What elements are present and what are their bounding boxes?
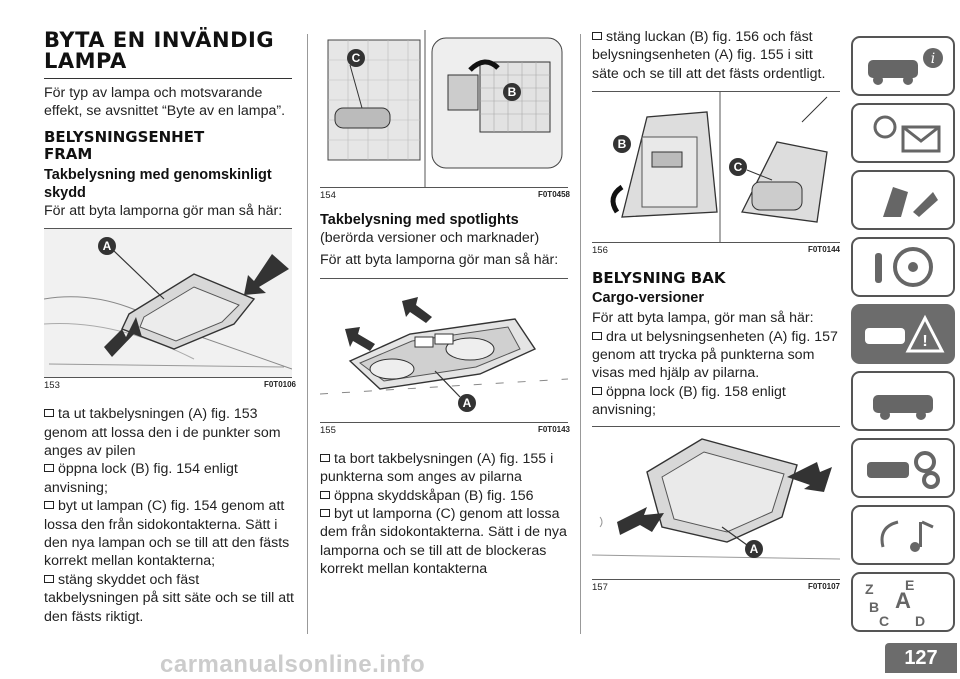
figure-153: A	[44, 228, 292, 379]
page-title: BYTA EN INVÄNDIG LAMPA	[44, 30, 292, 79]
svg-text:E: E	[905, 577, 914, 593]
list-item: stäng luckan (B) fig. 156 och fäst belys…	[592, 29, 826, 82]
figure-154-caption: 154 F0T0458	[320, 190, 570, 201]
figure-154: C B	[320, 30, 568, 188]
list-item: öppna skyddskåpan (B) fig. 156	[320, 487, 570, 505]
tab-lights-mail-icon[interactable]	[851, 103, 955, 163]
subsection-heading: Takbelysning med spotlights	[320, 212, 519, 228]
ceiling-lamp-illustration: A	[44, 229, 292, 378]
label-c: C	[352, 51, 361, 65]
tab-technical-data-icon[interactable]	[851, 438, 955, 498]
label-b: B	[508, 85, 517, 99]
figure-number: 153	[44, 380, 60, 392]
svg-text:B: B	[869, 599, 879, 615]
tab-multimedia-icon[interactable]	[851, 505, 955, 565]
label-c: C	[734, 160, 743, 174]
note-text: (berörda versioner och marknader)	[320, 230, 540, 246]
label-a: A	[463, 396, 472, 410]
column-divider	[307, 34, 308, 634]
spotlight-lamp-illustration: A	[320, 278, 568, 422]
lamp-housing-illustration: B C	[592, 92, 840, 243]
bullet-box-icon	[320, 453, 330, 462]
svg-text:D: D	[915, 613, 925, 629]
list-item: byt ut lamporna (C) genom att lossa dem …	[320, 506, 567, 578]
bullet-box-icon	[44, 574, 54, 583]
label-a: A	[750, 542, 759, 556]
svg-text:!: !	[922, 333, 927, 350]
bullet-box-icon	[320, 509, 330, 518]
bullet-box-icon	[320, 490, 330, 499]
label-a: A	[103, 239, 112, 253]
list-item: ta bort takbelysningen (A) fig. 155 i pu…	[320, 450, 554, 486]
steps-list: ta bort takbelysningen (A) fig. 155 i pu…	[320, 450, 570, 579]
figure-156-caption: 156 F0T0144	[592, 245, 840, 256]
figure-155: A	[320, 277, 568, 423]
figure-number: 157	[592, 581, 608, 593]
tab-maintenance-car-icon[interactable]	[851, 371, 955, 431]
tab-emergency-icon[interactable]: !	[851, 304, 955, 364]
section-heading: BELYSNINGSENHET FRAM	[44, 127, 205, 163]
tab-car-info-icon[interactable]: i	[851, 36, 955, 96]
subsection-heading: Takbelysning med genomskinligt skydd	[44, 166, 272, 201]
figure-number: 154	[320, 190, 336, 201]
column-2: C B 154 F0T0458 Takbelysning med spotlig…	[320, 30, 570, 579]
steps-list: ta ut takbelysningen (A) fig. 153 genom …	[44, 405, 296, 626]
list-item: byt ut lampan (C) fig. 154 genom att los…	[44, 498, 290, 570]
list-item: ta ut takbelysningen (A) fig. 153 genom …	[44, 406, 281, 460]
figure-code: F0T0144	[807, 245, 840, 255]
bullet-box-icon	[44, 464, 54, 473]
bullet-box-icon	[592, 331, 602, 340]
watermark: carmanualsonline.info	[160, 651, 426, 678]
column-divider	[580, 34, 581, 634]
svg-text:Z: Z	[865, 581, 874, 597]
rear-lamp-illustration: A	[592, 426, 840, 579]
svg-text:A: A	[895, 588, 911, 613]
figure-code: F0T0107	[807, 581, 840, 591]
tab-safety-icon[interactable]	[851, 170, 955, 230]
page-number: 127	[885, 643, 957, 673]
lamp-cover-illustration: C B	[320, 30, 568, 187]
svg-text:i: i	[931, 51, 935, 67]
column-3: stäng luckan (B) fig. 156 och fäst belys…	[592, 28, 840, 593]
lead-text: För att byta lampa, gör man så här:	[592, 310, 814, 327]
figure-code: F0T0143	[537, 424, 570, 434]
figure-number: 156	[592, 245, 608, 257]
lead-text: För att byta lamporna gör man så här:	[44, 202, 283, 219]
bullet-box-icon	[592, 32, 602, 40]
tab-steering-key-icon[interactable]	[851, 237, 955, 297]
figure-153-caption: 153 F0T0106	[44, 380, 296, 391]
section-heading: BELYSNING BAK	[592, 269, 726, 288]
list-item: dra ut belysningsenheten (A) fig. 157 ge…	[592, 328, 838, 382]
list-item: öppna lock (B) fig. 158 enligt anvisning…	[592, 383, 786, 419]
bullet-box-icon	[592, 386, 602, 395]
figure-code: F0T0458	[537, 190, 570, 199]
figure-155-caption: 155 F0T0143	[320, 425, 570, 436]
bullet-box-icon	[44, 501, 54, 510]
subsection-heading: Cargo-versioner	[592, 290, 705, 307]
intro-text: För typ av lampa och motsvarande effekt,…	[44, 85, 286, 120]
figure-157: A	[592, 425, 840, 580]
figure-156: B C	[592, 91, 840, 244]
list-item: öppna lock (B) fig. 154 enligt anvisning…	[44, 461, 238, 496]
label-b: B	[618, 137, 627, 151]
column-1: BYTA EN INVÄNDIG LAMPA För typ av lampa …	[44, 30, 296, 626]
figure-code: F0T0106	[263, 380, 296, 390]
figure-number: 155	[320, 424, 336, 436]
figure-157-caption: 157 F0T0107	[592, 582, 840, 593]
svg-text:C: C	[879, 613, 889, 629]
list-item: stäng skyddet och fäst takbelysningen på…	[44, 571, 294, 625]
bullet-box-icon	[44, 409, 54, 418]
lead-text: För att byta lamporna gör man så här:	[320, 252, 559, 269]
